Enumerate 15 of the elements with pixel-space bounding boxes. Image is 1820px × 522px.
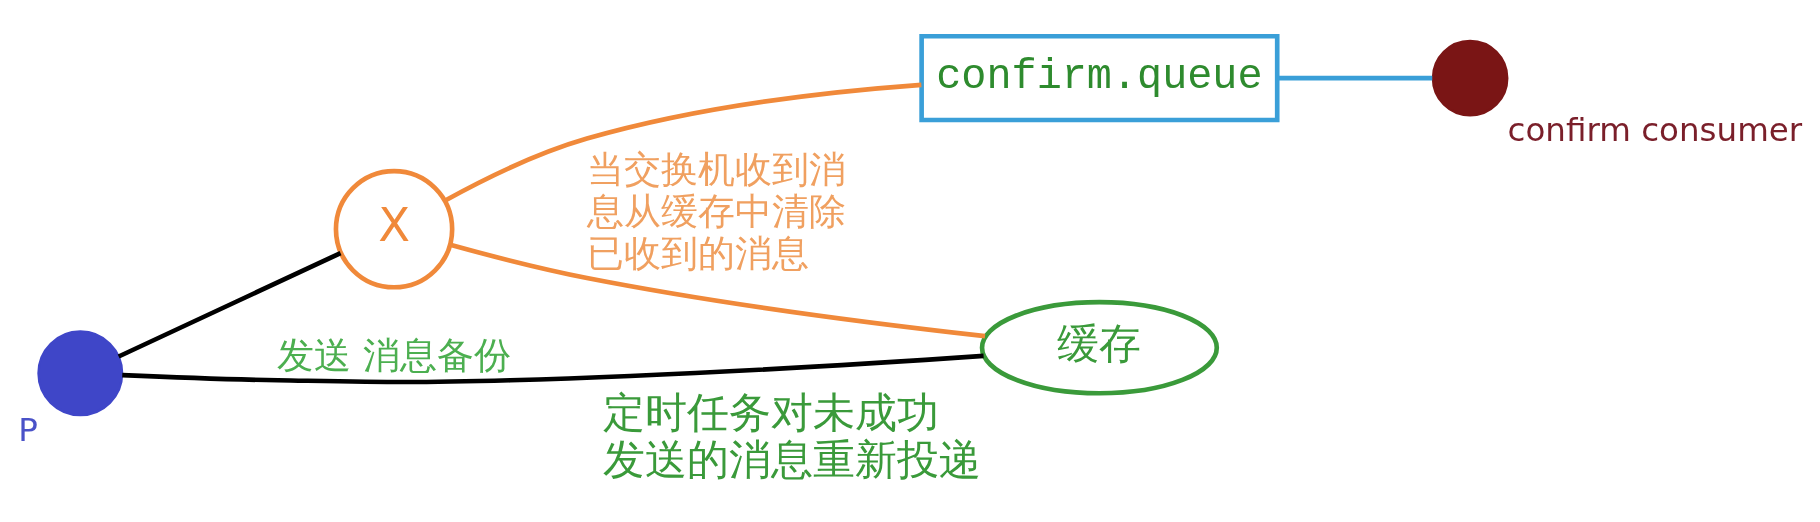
node-ellipse: 缓存 bbox=[979, 299, 1220, 396]
node-circle: X bbox=[333, 168, 455, 290]
node-circle bbox=[1431, 39, 1509, 116]
edge-label: 当交换机收到消息从缓存中清除已收到的消息 bbox=[586, 146, 846, 275]
connector bbox=[1277, 75, 1433, 80]
connector bbox=[449, 242, 986, 338]
node-label: P bbox=[18, 410, 38, 449]
connector bbox=[117, 250, 342, 359]
connector bbox=[122, 353, 984, 384]
edge-label: 发送 消息备份 bbox=[277, 332, 511, 377]
node-box: confirm.queue bbox=[919, 33, 1280, 122]
node-circle bbox=[37, 329, 124, 416]
node-label: confirm consumer bbox=[1507, 110, 1803, 149]
connector bbox=[443, 82, 922, 203]
node-label: 定时任务对未成功发送的消息重新投递 bbox=[603, 387, 982, 484]
